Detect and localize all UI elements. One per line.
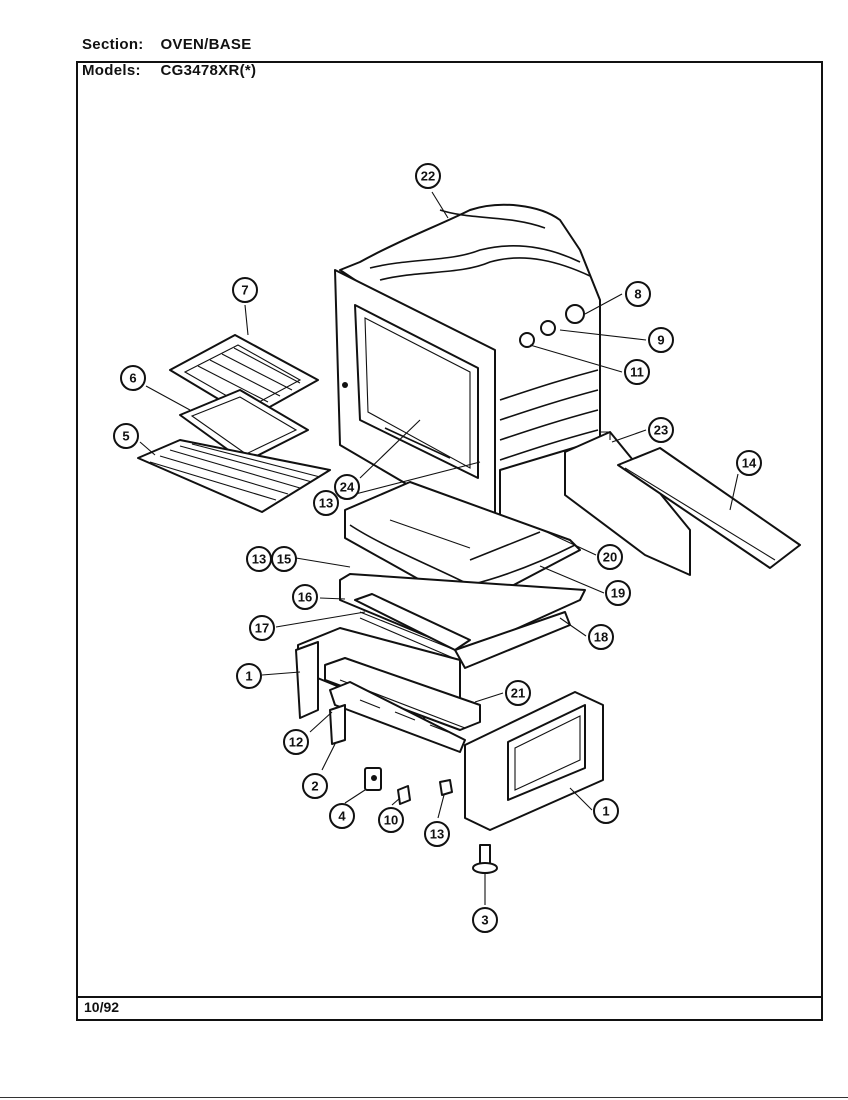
svg-text:6: 6	[129, 371, 136, 386]
svg-text:13: 13	[430, 827, 444, 842]
models-value: CG3478XR(*)	[160, 62, 257, 79]
svg-text:15: 15	[277, 552, 291, 567]
footer-divider	[76, 996, 823, 998]
callout-13-mid: 13	[246, 546, 272, 572]
svg-text:10: 10	[384, 813, 398, 828]
svg-text:20: 20	[603, 550, 617, 565]
callout-23: 23	[648, 417, 674, 443]
callout-1-left: 1	[236, 663, 262, 689]
callout-5: 5	[113, 423, 139, 449]
svg-text:11: 11	[630, 365, 644, 380]
callout-13-lower: 13	[424, 821, 450, 847]
svg-text:18: 18	[594, 630, 608, 645]
callout-8: 8	[625, 281, 651, 307]
svg-text:9: 9	[657, 333, 664, 348]
callout-9: 9	[648, 327, 674, 353]
section-header: Section: OVEN/BASE	[82, 36, 252, 53]
section-label: Section:	[82, 36, 144, 53]
diagram-frame	[76, 61, 823, 1021]
burner-assembly	[339, 573, 586, 669]
svg-text:23: 23	[654, 423, 668, 438]
svg-text:4: 4	[338, 809, 346, 824]
svg-text:1: 1	[245, 669, 252, 684]
callout-14: 14	[736, 450, 762, 476]
oven-cavity-assembly	[334, 203, 601, 531]
section-value: OVEN/BASE	[160, 36, 252, 53]
callout-24: 24	[334, 474, 360, 500]
svg-text:21: 21	[511, 686, 525, 701]
svg-text:3: 3	[481, 913, 488, 928]
svg-text:8: 8	[634, 287, 641, 302]
callout-4: 4	[329, 803, 355, 829]
callout-17: 17	[249, 615, 275, 641]
callout-2: 2	[302, 773, 328, 799]
callout-19: 19	[605, 580, 631, 606]
models-label: Models:	[82, 62, 141, 79]
callout-15: 15	[271, 546, 297, 572]
callout-20: 20	[597, 544, 623, 570]
broil-pan	[179, 389, 309, 463]
svg-text:2: 2	[311, 779, 318, 794]
svg-text:14: 14	[742, 456, 757, 471]
callout-22: 22	[415, 163, 441, 189]
callout-10: 10	[378, 807, 404, 833]
rear-panel	[564, 431, 691, 576]
svg-text:17: 17	[255, 621, 269, 636]
callout-1-right: 1	[593, 798, 619, 824]
svg-text:22: 22	[421, 169, 435, 184]
small-parts	[329, 704, 498, 874]
callout-21: 21	[505, 680, 531, 706]
svg-text:5: 5	[122, 429, 129, 444]
svg-text:7: 7	[241, 283, 248, 298]
broiler-drawer	[464, 691, 604, 831]
callout-16: 16	[292, 584, 318, 610]
leader-lines	[139, 191, 739, 905]
callout-12: 12	[283, 729, 309, 755]
svg-text:12: 12	[289, 735, 303, 750]
svg-text:13: 13	[252, 552, 266, 567]
callout-7: 7	[232, 277, 258, 303]
page-bottom-edge	[0, 1097, 848, 1098]
broiler-frame	[295, 627, 481, 753]
svg-text:1: 1	[602, 804, 609, 819]
callout-11: 11	[624, 359, 650, 385]
models-header: Models: CG3478XR(*)	[82, 62, 256, 79]
callout-6: 6	[120, 365, 146, 391]
svg-text:19: 19	[611, 586, 625, 601]
svg-text:24: 24	[340, 480, 355, 495]
oven-rack	[137, 439, 331, 513]
callout-18: 18	[588, 624, 614, 650]
footer-date: 10/92	[84, 999, 120, 1015]
svg-text:13: 13	[319, 496, 333, 511]
callout-13-upper: 13	[313, 490, 339, 516]
top-trim	[617, 447, 801, 569]
callout-3: 3	[472, 907, 498, 933]
svg-text:16: 16	[298, 590, 312, 605]
